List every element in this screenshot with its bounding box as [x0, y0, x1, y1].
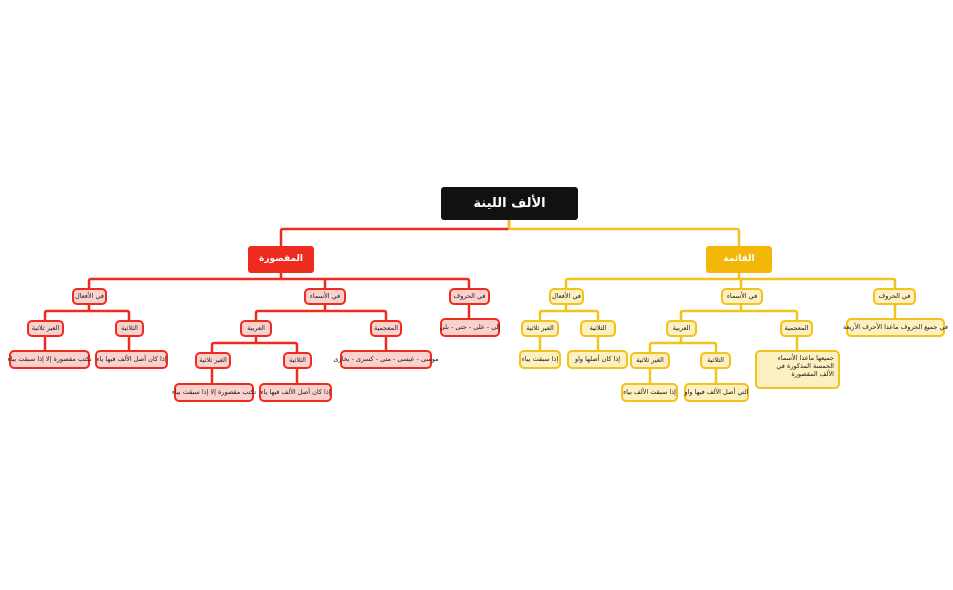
yellow-harf-example-label: في جميع الحروف ماعدا الأحرف الأربعة	[843, 322, 948, 331]
yellow-afal-ghayr-node[interactable]: الغير ثلاثية	[521, 320, 559, 337]
edge-yellow-level2	[564, 273, 897, 288]
red-ghayr-example-label: تكتب مقصورة إلا إذا سبقت بياء	[171, 387, 257, 396]
red-asma-label: في الأسماء	[309, 291, 341, 300]
edge-red-arabiya	[210, 337, 299, 352]
maqsura-label: المقصورة	[259, 254, 303, 265]
yellow-afal-thulathiya-node[interactable]: الثلاثية	[580, 320, 616, 337]
yellow-thulathiya-example-node[interactable]: التي أصل الألف فيها واو	[684, 383, 749, 402]
red-ajamiya-node[interactable]: المعجمية	[370, 320, 402, 337]
edge-red-level2	[87, 273, 471, 288]
yellow-afal-ghayr-example-node[interactable]: إذا سبقت بياء	[519, 350, 561, 369]
red-afal-label: في الأفعال	[74, 291, 105, 300]
red-thulathiya-example-node[interactable]: إذا كان أصل الألف فيها ياء	[259, 383, 332, 402]
red-afal-ghayr-example-node[interactable]: تكتب مقصورة إلا إذا سبقت بياء	[7, 350, 92, 369]
yellow-arabiya-node[interactable]: العربية	[666, 320, 697, 337]
red-ajamiya-label: المعجمية	[373, 323, 399, 332]
yellow-afal-ghayr-example-label: إذا سبقت بياء	[521, 354, 559, 363]
red-afal-ghayr-example-label: تكتب مقصورة إلا إذا سبقت بياء	[7, 354, 92, 363]
red-afal-thulathiya-label: الثلاثية	[121, 323, 138, 332]
yellow-arabiya-label: العربية	[672, 323, 691, 332]
yellow-afal-label: في الأفعال	[551, 291, 582, 300]
yellow-ajamiya-example-label: جميعها ماعدا الأسماء الخمسة المذكورة في …	[776, 354, 834, 378]
red-harf-example-node[interactable]: إلى - على - حتى - بلى	[440, 318, 500, 337]
edge-yellow-afal-leaves	[538, 337, 600, 350]
red-afal-thulathiya-example-node[interactable]: إذا كان أصل الألف فيها ياء	[95, 350, 168, 369]
red-arabiya-node[interactable]: العربية	[240, 320, 272, 337]
yellow-ajamiya-label: المعجمية	[784, 323, 809, 332]
edge-yellow-arabiya-leaves	[648, 369, 718, 383]
yellow-harf-label: في الحروف	[878, 291, 911, 300]
red-harf-node[interactable]: في الحروف	[449, 288, 490, 305]
yellow-ajamiya-node[interactable]: المعجمية	[780, 320, 813, 337]
yellow-ghayr-example-node[interactable]: إذا سبقت الألف بياء	[621, 383, 678, 402]
red-afal-ghayr-node[interactable]: الغير ثلاثية	[27, 320, 64, 337]
red-afal-thulathiya-example-label: إذا كان أصل الألف فيها ياء	[96, 354, 167, 363]
edge-yellow-arabiya	[648, 337, 718, 352]
red-ghayr-example-node[interactable]: تكتب مقصورة إلا إذا سبقت بياء	[171, 383, 257, 402]
red-thulathiya-label: الثلاثية	[289, 355, 306, 364]
root-node[interactable]: الألف اللينة	[441, 187, 578, 220]
edge-red-asma	[254, 305, 388, 320]
yellow-thulathiya-node[interactable]: الثلاثية	[700, 352, 731, 369]
red-harf-example-label: إلى - على - حتى - بلى	[439, 322, 501, 331]
edge-yellow-asma	[679, 305, 799, 320]
red-afal-node[interactable]: في الأفعال	[72, 288, 107, 305]
qaima-label: القائمة	[723, 254, 755, 265]
yellow-asma-node[interactable]: في الأسماء	[721, 288, 763, 305]
yellow-afal-node[interactable]: في الأفعال	[549, 288, 584, 305]
red-ghayr-label: الغير ثلاثية	[199, 355, 227, 364]
root-label: الألف اللينة	[473, 195, 546, 211]
yellow-asma-label: في الأسماء	[726, 291, 758, 300]
yellow-harf-node[interactable]: في الحروف	[873, 288, 916, 305]
red-ajamiya-example-node[interactable]: موسى - عيسى - متى - كسرى - بخارى	[333, 350, 439, 369]
yellow-afal-ghayr-label: الغير ثلاثية	[526, 323, 554, 332]
red-harf-label: في الحروف	[453, 291, 486, 300]
edge-yellow-afal	[538, 305, 600, 320]
maqsura-node[interactable]: المقصورة	[248, 246, 314, 273]
red-ajamiya-example-label: موسى - عيسى - متى - كسرى - بخارى	[333, 354, 439, 363]
red-thulathiya-example-label: إذا كان أصل الألف فيها ياء	[260, 387, 331, 396]
red-afal-thulathiya-node[interactable]: الثلاثية	[115, 320, 144, 337]
yellow-afal-thulathiya-example-label: إذا كان أصلها واو	[574, 354, 621, 363]
yellow-ghayr-example-label: إذا سبقت الألف بياء	[623, 387, 676, 396]
yellow-ajamiya-example-node[interactable]: جميعها ماعدا الأسماء الخمسة المذكورة في …	[755, 350, 840, 389]
yellow-ghayr-node[interactable]: الغير ثلاثية	[630, 352, 670, 369]
red-afal-ghayr-label: الغير ثلاثية	[31, 323, 60, 332]
yellow-harf-example-node[interactable]: في جميع الحروف ماعدا الأحرف الأربعة	[843, 318, 948, 337]
yellow-thulathiya-example-label: التي أصل الألف فيها واو	[684, 387, 749, 396]
yellow-ghayr-label: الغير ثلاثية	[636, 355, 664, 364]
qaima-node[interactable]: القائمة	[706, 246, 772, 273]
edge-red-afal-leaves	[43, 337, 131, 350]
yellow-afal-thulathiya-example-node[interactable]: إذا كان أصلها واو	[567, 350, 628, 369]
edge-root-red	[279, 220, 511, 246]
edge-red-afal	[43, 305, 131, 320]
edge-red-arabiya-leaves	[210, 369, 299, 383]
edge-root-yellow	[507, 220, 741, 246]
yellow-thulathiya-label: الثلاثية	[707, 355, 724, 364]
red-arabiya-label: العربية	[247, 323, 265, 332]
red-thulathiya-node[interactable]: الثلاثية	[283, 352, 312, 369]
red-ghayr-node[interactable]: الغير ثلاثية	[195, 352, 231, 369]
yellow-afal-thulathiya-label: الثلاثية	[589, 323, 607, 332]
red-asma-node[interactable]: في الأسماء	[304, 288, 346, 305]
